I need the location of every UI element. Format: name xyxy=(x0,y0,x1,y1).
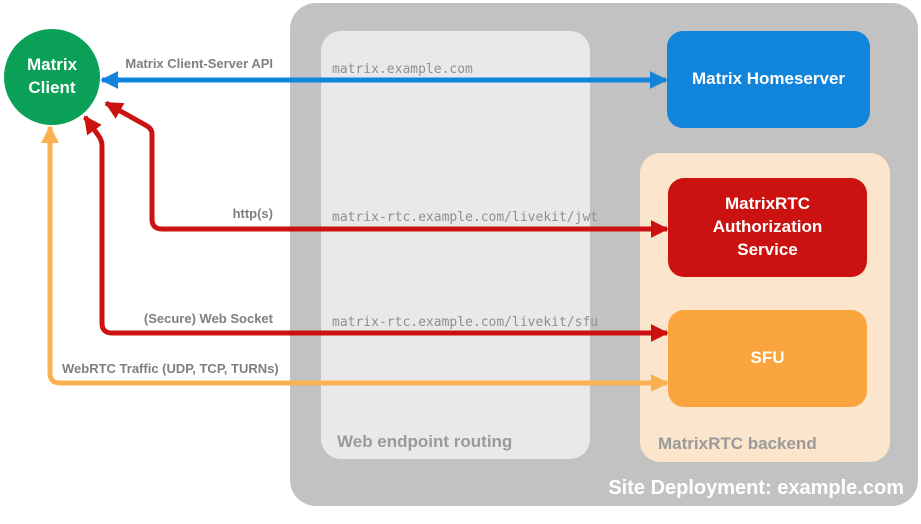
endpoint-url-livekit-jwt: matrix-rtc.example.com/livekit/jwt xyxy=(332,210,599,225)
sfu-node: SFU xyxy=(668,310,867,407)
sfu-label: SFU xyxy=(750,348,785,368)
web-endpoint-routing-container: Web endpoint routing xyxy=(321,31,590,459)
matrix-homeserver-label: Matrix Homeserver xyxy=(691,69,846,89)
matrixrtc-backend-label: MatrixRTC backend xyxy=(658,434,817,453)
endpoint-url-homeserver: matrix.example.com xyxy=(332,62,473,77)
matrix-client-node: Matrix Client xyxy=(4,29,100,125)
https-label: http(s) xyxy=(232,206,273,221)
site-deployment-label: Site Deployment: example.com xyxy=(608,477,904,499)
matrixrtc-authorization-service-node: MatrixRTC Authorization Service xyxy=(668,178,867,277)
matrix-client-label: Matrix Client xyxy=(26,55,78,97)
matrixrtc-authorization-service-label: MatrixRTC Authorization Service xyxy=(712,194,823,259)
matrix-homeserver-node: Matrix Homeserver xyxy=(667,31,870,128)
client-server-api-label: Matrix Client-Server API xyxy=(125,56,273,71)
web-endpoint-routing-label: Web endpoint routing xyxy=(337,432,513,451)
endpoint-url-livekit-sfu: matrix-rtc.example.com/livekit/sfu xyxy=(332,315,599,330)
webrtc-traffic-label: WebRTC Traffic (UDP, TCP, TURNs) xyxy=(62,361,279,376)
websocket-label: (Secure) Web Socket xyxy=(143,311,273,326)
